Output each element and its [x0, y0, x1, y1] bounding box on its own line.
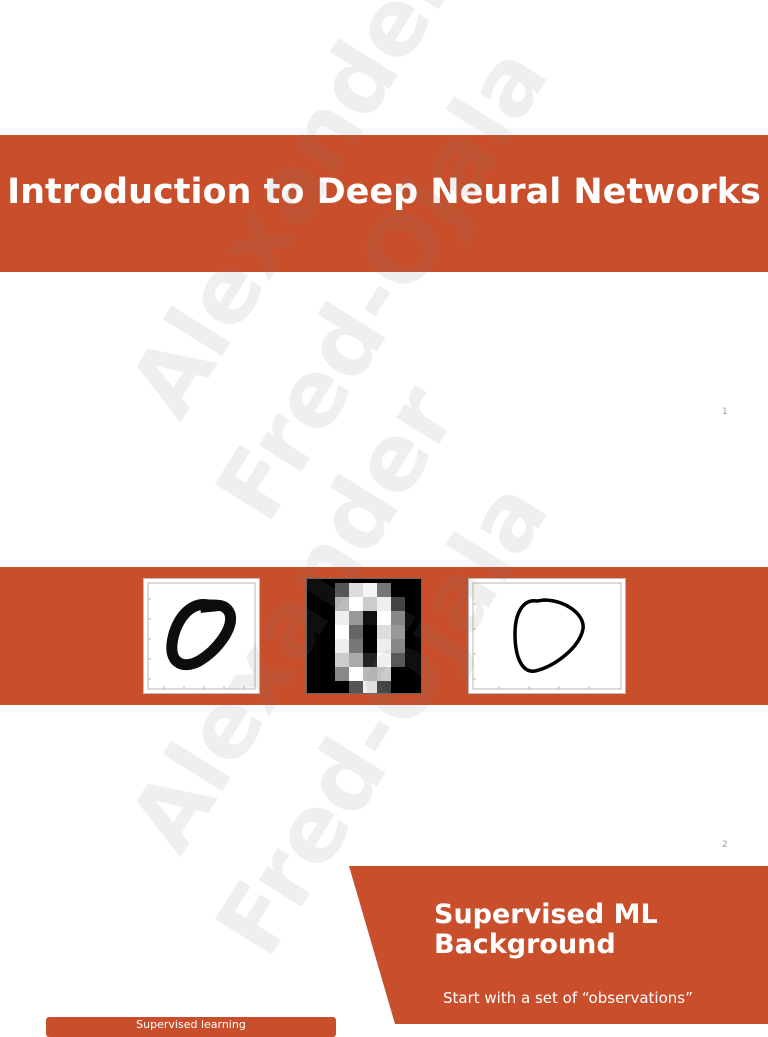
smooth-stroke-digit-image [468, 578, 626, 694]
section-bullet: Start with a set of “observations” [443, 989, 693, 1007]
watermark-last-name: Fred-Ojala [195, 28, 570, 539]
section-title: Supervised ML Background [434, 899, 658, 960]
section-slide [0, 866, 768, 1024]
grayscale-digit-image [306, 578, 422, 694]
page-number: 1 [722, 407, 728, 417]
content-box-label: Supervised learning [136, 1018, 246, 1031]
slide-title: Introduction to Deep Neural Networks [7, 172, 761, 212]
content-box: Supervised learning [46, 1017, 336, 1037]
title-banner [0, 135, 768, 272]
page-number: 2 [722, 840, 728, 850]
pixelated-digit-image [143, 578, 260, 694]
